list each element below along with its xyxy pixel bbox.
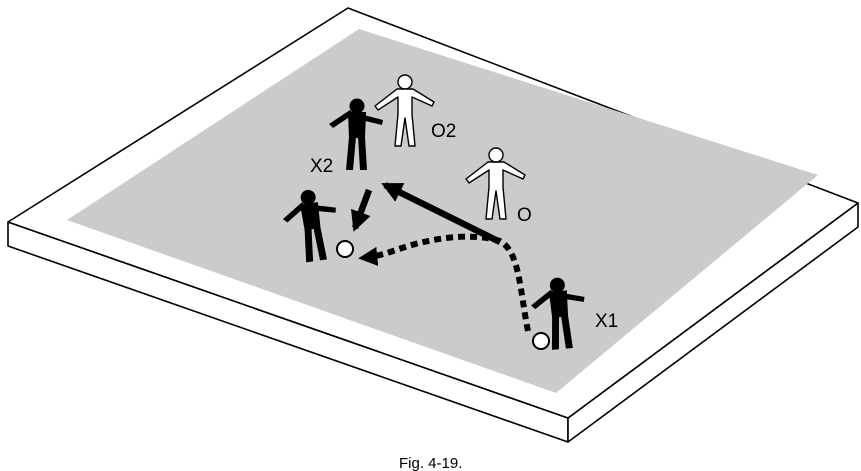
ball-end (336, 240, 354, 258)
figure-caption: Fig. 4-19. (399, 455, 462, 471)
movements (350, 182, 531, 332)
pitch-platform (7, 7, 859, 443)
pass-arrow (381, 182, 502, 245)
label-x1: X1 (595, 311, 618, 332)
ball-start (532, 332, 550, 350)
label-o2: O2 (431, 121, 456, 142)
balls (336, 240, 550, 350)
run-arrow (350, 188, 373, 232)
label-o: O (517, 205, 532, 226)
dribble-path (358, 233, 531, 332)
label-x2: X2 (310, 156, 333, 177)
